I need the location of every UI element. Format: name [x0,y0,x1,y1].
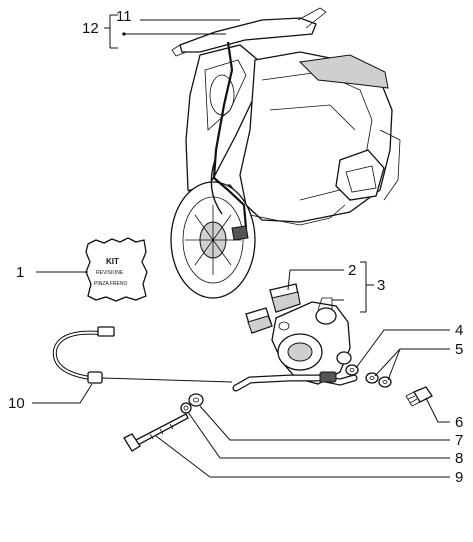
speedometer-cable [52,326,233,384]
kit-bag: KIT REVISIONE PINZA FRENO [85,237,148,302]
callout-12: 12 [82,20,99,37]
brake-hose [232,371,358,392]
callout-8: 8 [455,450,463,467]
callout-4: 4 [455,322,463,339]
callout-11: 11 [116,8,132,25]
scooter-drawing [170,7,401,299]
kit-line1: REVISIONE [96,270,124,276]
callout-9: 9 [455,469,463,486]
callout-3: 3 [377,277,385,294]
washer-icon [188,393,204,407]
bolt-icon [123,413,189,452]
callout-7: 7 [455,432,463,449]
washer-icon [345,364,359,376]
brake-pads [245,283,301,334]
washer-icon [180,402,192,414]
bleed-screw-icon [405,386,433,407]
callout-2: 2 [348,262,356,279]
callout-numbers: 12 11 1 2 3 4 5 6 7 8 9 10 [8,8,463,486]
kit-line2: PINZA FRENO [94,281,127,287]
kit-title: KIT [106,257,119,266]
callout-1: 1 [16,264,24,281]
washer-icon [378,376,392,388]
callout-5: 5 [455,341,463,358]
small-hardware [123,364,433,452]
leader-lines [32,14,450,478]
callout-10: 10 [8,395,25,412]
brake-caliper [271,297,352,385]
callout-6: 6 [455,414,463,431]
